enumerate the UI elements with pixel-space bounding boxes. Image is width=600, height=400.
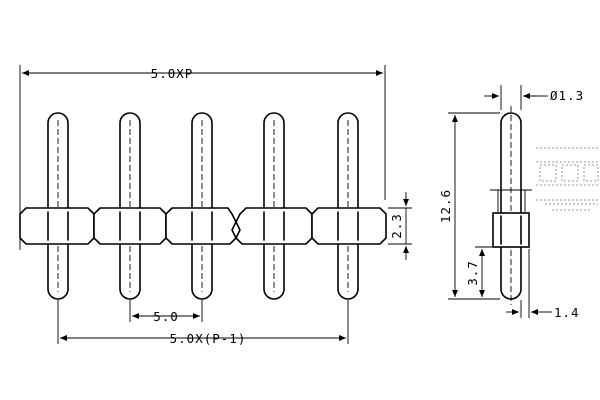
housing-top-dimension (490, 189, 532, 212)
housing-segment-3 (165, 207, 237, 245)
housing-thickness-dimension: 1.4 (506, 249, 580, 320)
overall-width-label: 5.0XP (151, 66, 194, 81)
pin-diameter-dimension: Ø1.3 (484, 85, 584, 110)
housing-thickness-label: 1.4 (554, 305, 580, 320)
pin-length-label: 12.6 (438, 189, 453, 223)
housing (19, 207, 387, 245)
pin-diameter-label: Ø1.3 (550, 88, 584, 103)
housing-height-dimension: 2.3 (388, 192, 412, 260)
pitch-dimension: 5.0 (129, 300, 203, 324)
faint-detail (536, 147, 600, 211)
pin-length-dimension: 12.6 (438, 112, 500, 300)
side-view: Ø1.3 12.6 3.7 1.4 (438, 85, 600, 320)
pitch-label: 5.0 (153, 309, 179, 324)
pin-span-dimension: 5.0X(P-1) (57, 300, 349, 346)
housing-segment-1 (19, 207, 95, 245)
housing-height-label: 2.3 (389, 213, 404, 239)
lower-length-dimension: 3.7 (465, 246, 492, 297)
front-view: 5.0XP (19, 65, 412, 346)
side-housing (492, 212, 530, 248)
lower-length-label: 3.7 (465, 260, 480, 286)
pins (47, 112, 359, 300)
housing-segment-4 (235, 207, 313, 245)
pin-span-label: 5.0X(P-1) (170, 331, 247, 346)
housing-segment-5 (311, 207, 387, 245)
housing-segment-2 (93, 207, 167, 245)
